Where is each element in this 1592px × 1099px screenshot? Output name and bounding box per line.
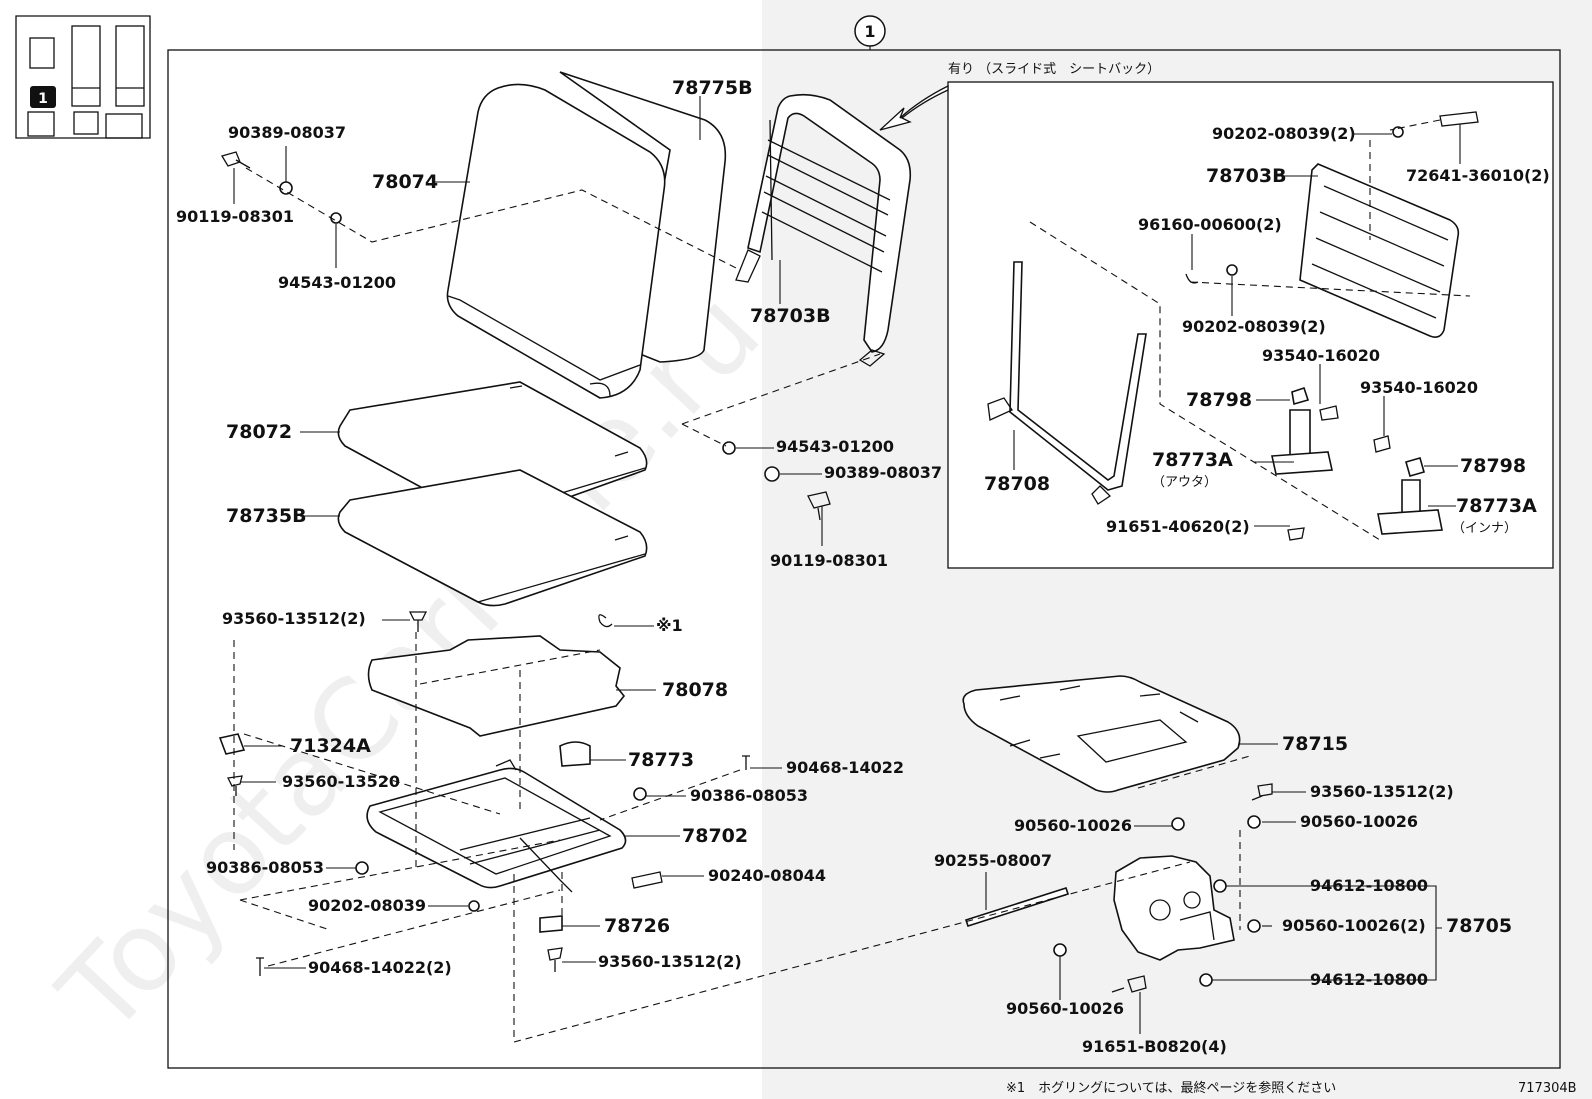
inset-label-90202-08039-b: 90202-08039(2) [1182,317,1326,336]
label-90389-08037-b: 90389-08037 [824,463,942,482]
label-90468-14022: 90468-14022 [786,758,904,777]
seat-cushion-pad-78735B [337,469,648,607]
label-93560-13512-c: 93560-13512(2) [1310,782,1454,801]
label-90560-10026-a: 90560-10026 [1014,816,1132,835]
part-labels: 78775B 78074 90389-08037 90119-08301 945… [176,77,1550,1056]
label-90255-08007: 90255-08007 [934,851,1052,870]
inset-arrow [879,84,949,131]
inset-label-78773A-inner: 78773A [1456,495,1537,517]
inset-label-93540-16020-b: 93540-16020 [1360,378,1478,397]
label-94612-10800-b: 94612-10800 [1310,970,1428,989]
inset-label-90202-08039-a: 90202-08039(2) [1212,124,1356,143]
label-90386-08053-b: 90386-08053 [206,858,324,877]
inset-label-91651-40620: 91651-40620(2) [1106,517,1250,536]
label-93560-13512-b: 93560-13512(2) [598,952,742,971]
seat-bracket-78715 [962,675,1241,793]
label-78775B: 78775B [672,77,753,99]
label-90119-08301-a: 90119-08301 [176,207,294,226]
label-90560-10026-b: 90560-10026 [1300,812,1418,831]
section-number: 1 [864,22,875,41]
inset-label-93540-16020-a: 93540-16020 [1262,346,1380,365]
label-90560-10026-c: 90560-10026 [1006,999,1124,1018]
label-78072: 78072 [226,421,292,443]
inset-label-78708: 78708 [984,473,1050,495]
section-marker: 1 [854,15,886,50]
seatback-pad-78775B [559,71,727,363]
inset-label-78798-b: 78798 [1460,455,1526,477]
seat-frame-78702 [366,759,627,893]
inset-box [947,81,1554,569]
seatback-frame-78703B [735,93,912,367]
label-78726: 78726 [604,915,670,937]
label-90560-10026-2: 90560-10026(2) [1282,916,1426,935]
inset-label-78703B: 78703B [1206,165,1287,187]
label-78078: 78078 [662,679,728,701]
label-78705: 78705 [1446,915,1512,937]
label-71324A: 71324A [290,735,371,757]
label-90389-08037-a: 90389-08037 [228,123,346,142]
label-90240-08044: 90240-08044 [708,866,826,885]
label-93560-13512-a: 93560-13512(2) [222,609,366,628]
label-91651-B0820: 91651-B0820(4) [1082,1037,1227,1056]
assembly-lines [233,119,1471,1043]
svg-text:1: 1 [38,91,48,107]
label-78773: 78773 [628,749,694,771]
locator-map: 1 [15,15,151,139]
inset-caption: 有り （スライド式 シートバック） [948,62,1160,77]
inset-label-78798-a: 78798 [1186,389,1252,411]
seat-cover-sheet-78078 [367,635,626,737]
label-90119-08301-b: 90119-08301 [770,551,888,570]
inset-label-72641-36010: 72641-36010(2) [1406,166,1550,185]
leader-lines [233,96,1461,1034]
label-90468-14022-2: 90468-14022(2) [308,958,452,977]
label-78702: 78702 [682,825,748,847]
inset-sublabel-outer: （アウタ） [1152,475,1217,490]
small-parts [218,151,831,976]
diagram-code: 717304B [1518,1081,1577,1096]
label-90386-08053-a: 90386-08053 [690,786,808,805]
inset-label-78773A-outer: 78773A [1152,449,1233,471]
seatback-cover-78074 [446,83,666,399]
main-frame [167,49,1561,1069]
label-94543-01200-a: 94543-01200 [278,273,396,292]
label-94543-01200-b: 94543-01200 [776,437,894,456]
footer-note: ※1 ホグリングについては、最終ページを参照ください [1006,1080,1336,1096]
label-90202-08039: 90202-08039 [308,896,426,915]
locator-highlight-1 [30,86,56,108]
label-93560-13520: 93560-13520 [282,772,400,791]
inset-frame-78708 [987,261,1147,505]
label-hog-ring-note: ※1 [656,616,683,635]
label-94612-10800-a: 94612-10800 [1310,876,1428,895]
label-78715: 78715 [1282,733,1348,755]
label-78703B: 78703B [750,305,831,327]
inset-small-parts [1185,111,1479,541]
label-78735B: 78735B [226,505,307,527]
label-78074: 78074 [372,171,438,193]
inset-sublabel-inner: （インナ） [1452,521,1517,536]
seat-mechanism-78705 [964,783,1273,993]
inset-label-96160-00600: 96160-00600(2) [1138,215,1282,234]
